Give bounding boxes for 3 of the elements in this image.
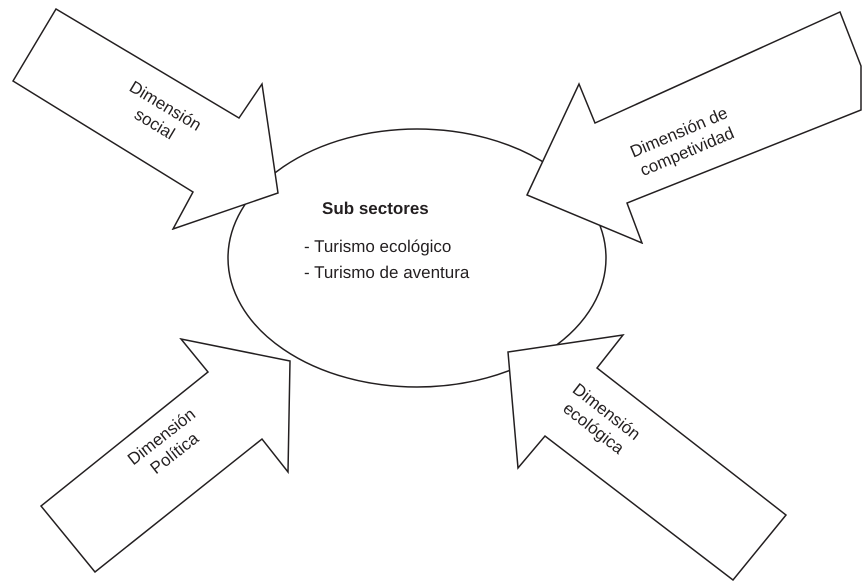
list-item: - Turismo de aventura [304, 262, 470, 284]
list-item: - Turismo ecológico [304, 236, 452, 258]
ellipse-heading: Sub sectores [322, 198, 430, 220]
